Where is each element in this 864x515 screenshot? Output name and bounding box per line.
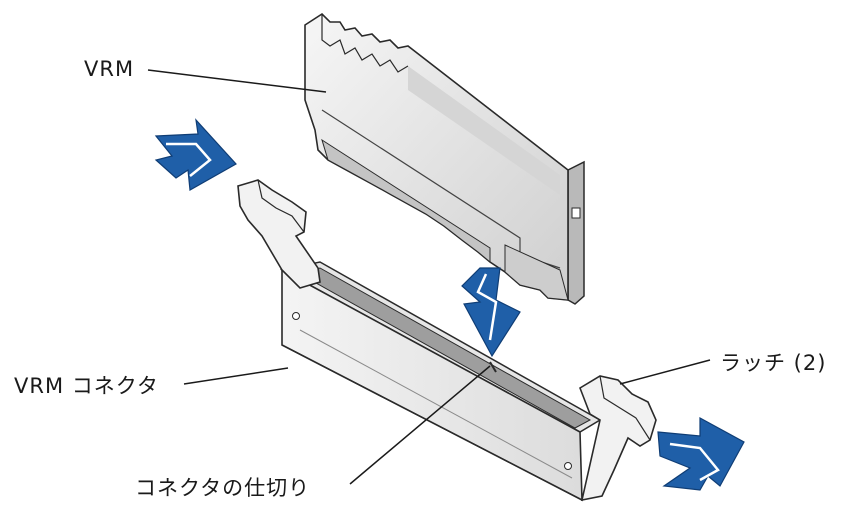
leader-vrm-connector (183, 367, 289, 385)
connector-hole-right (564, 462, 572, 470)
connector-inner-edge (299, 329, 573, 479)
latch-left (237, 179, 321, 289)
label-connector-key: コネクタの仕切り (135, 476, 311, 500)
connector-key-mark (489, 361, 497, 373)
leader-latch (619, 359, 711, 385)
arrow-insert-down (461, 267, 521, 358)
vrm-shade-band (408, 66, 560, 195)
label-latch: ラッチ (2) (720, 351, 827, 375)
vrm-contact-edge (321, 138, 491, 264)
press-arrow-right-highlight (669, 442, 720, 482)
press-arrow-highlight (166, 142, 212, 177)
connector-hole-left (292, 312, 300, 320)
label-vrm: VRM (84, 57, 135, 81)
latch-left-grip (257, 179, 305, 233)
down-arrow-highlight (476, 273, 498, 341)
vrm-right-block (504, 244, 569, 301)
vrm-side-notch (571, 207, 581, 219)
leader-connector-key (349, 365, 491, 485)
latch-right-grip (599, 375, 651, 441)
vrm-top-notches (321, 14, 409, 73)
arrow-right-latch (657, 416, 745, 491)
leader-vrm (147, 69, 327, 93)
vrm-board-edge (567, 160, 585, 305)
vrm-connector (237, 179, 657, 502)
press-arrow-icon (154, 118, 237, 191)
latch-right (579, 375, 657, 502)
label-vrm-connector: VRM コネクタ (14, 374, 159, 398)
arrow-left-latch (154, 118, 237, 191)
down-arrow-icon (461, 267, 521, 358)
vrm-module (304, 12, 585, 305)
